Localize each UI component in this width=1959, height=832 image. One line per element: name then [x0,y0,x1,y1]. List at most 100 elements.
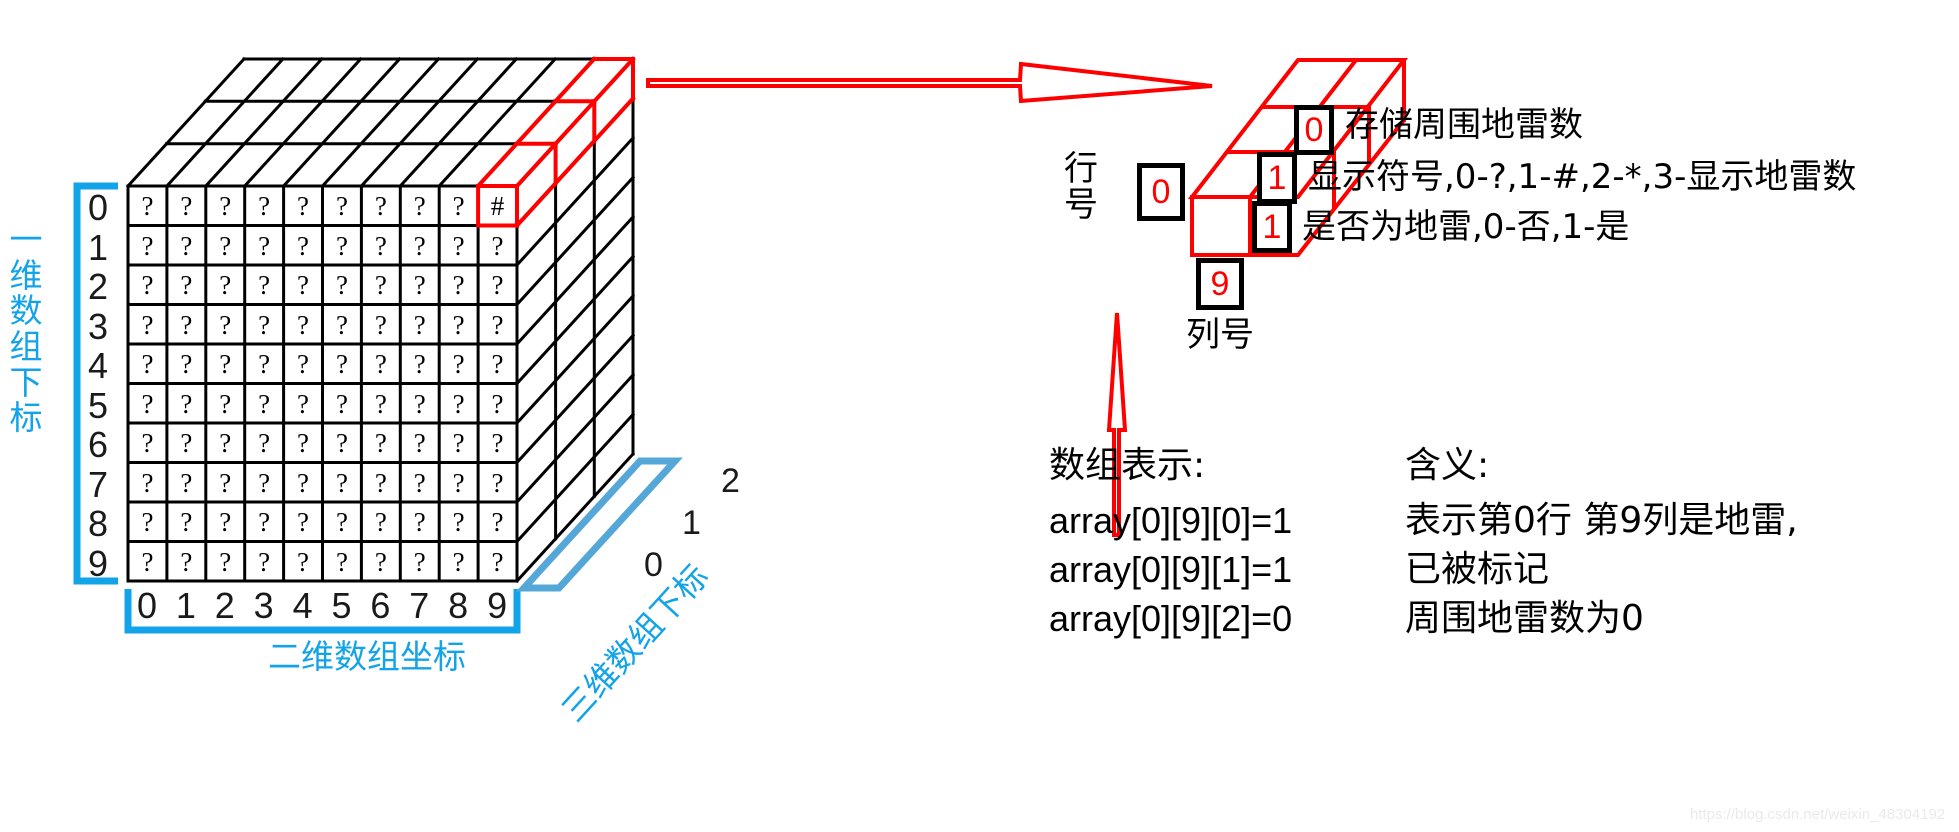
grid-cell: ? [452,270,465,300]
layer-desc-1: 显示符号,0-?,1-#,2-*,3-显示地雷数 [1308,157,1857,197]
col-index-5: 5 [331,585,352,626]
grid-cell: ? [141,230,154,261]
grid-cell: ? [491,309,504,340]
table-row-code: array[0][9][0]=1 [1049,500,1293,541]
grid-cell: ? [491,428,504,458]
grid-cell: ? [141,428,154,458]
col-index-bracket [124,589,521,634]
grid-cell: ? [141,546,154,577]
grid-cell: ? [374,349,387,379]
grid-cell: ? [180,467,193,498]
table-header-right: 含义: [1405,445,1490,486]
grid-cell: ? [491,230,504,261]
grid-cell: ? [413,388,426,419]
grid-cell: ? [297,428,310,458]
grid-cell: ? [258,546,271,577]
grid-cell: ? [413,270,426,300]
grid-cell: ? [374,309,387,340]
row-index-8: 8 [87,503,109,544]
grid-cell: ? [374,467,387,498]
grid-cell: ? [297,349,310,379]
col-index-0: 0 [136,585,158,626]
grid-cell: ? [491,270,504,300]
grid-cell: ? [452,428,465,458]
col-index-4: 4 [292,585,313,626]
grid-cell: ? [335,349,348,379]
grid-cell: ? [452,309,465,340]
grid-cell: ? [258,230,271,261]
grid-cell: ? [374,428,387,458]
row-index-1: 1 [87,226,109,268]
table-header-left: 数组表示: [1049,445,1206,486]
col-axis-label: 二维数组坐标 [268,637,466,676]
grid-cell: ? [258,270,271,300]
grid-cell-marked: # [490,191,505,221]
highlighted-cell-marker [475,56,636,229]
grid-cell: ? [180,270,193,300]
grid-cell: ? [180,191,193,221]
row-index-0: 0 [87,187,109,228]
callout-row-value-box: 0 [1137,163,1185,221]
grid-cell: ? [297,309,310,340]
col-index-7: 7 [409,585,430,626]
grid-cell: ? [258,507,271,537]
row-index-6: 6 [87,424,109,465]
grid-cell: ? [335,467,348,498]
grid-cell: ? [180,428,193,458]
grid-cell: ? [258,349,271,379]
grid-cell: ? [452,467,465,498]
callout-arrow-vertical [1106,312,1128,537]
grid-cell: ? [413,309,426,340]
col-index-9: 9 [487,585,508,626]
callout-col-value-box: 9 [1196,258,1244,310]
grid-cell: ? [219,546,232,577]
grid-cell: ? [491,467,504,498]
grid-cell: ? [452,230,465,261]
grid-cell: ? [335,388,348,419]
col-index-3: 3 [253,585,274,626]
grid-cell: ? [141,309,154,340]
grid-cell: ? [219,349,232,379]
grid-cell: ? [141,349,154,379]
col-index-8: 8 [448,585,469,626]
grid-cell: ? [258,467,271,498]
grid-cell: ? [258,428,271,458]
row-axis-label: 一维数组下标 [9,220,43,438]
grid-cell: ? [180,546,193,577]
grid-cell: ? [258,191,271,221]
depth-index-0: 0 [644,546,663,584]
grid-cell: ? [335,428,348,458]
grid-cell: ? [491,507,504,537]
grid-cell: ? [297,230,310,261]
grid-cell: ? [297,546,310,577]
grid-cell: ? [141,507,154,537]
layer-key-box-1: 1 [1257,152,1297,204]
grid-cell: ? [180,230,193,261]
grid-cell: ? [413,546,426,577]
grid-cell: ? [297,270,310,300]
grid-cell: ? [219,191,232,221]
layer-desc-2: 是否为地雷,0-否,1-是 [1302,207,1630,247]
grid-cell: ? [219,428,232,458]
grid-cell: ? [413,230,426,261]
table-row-meaning: 已被标记 [1405,549,1550,590]
row-index-2: 2 [87,266,109,307]
grid-cell: ? [180,388,193,419]
grid-cell: ? [297,191,310,221]
layer-desc-0: 存储周围地雷数 [1345,105,1583,145]
grid-cell: ? [413,507,426,537]
grid-cell: ? [413,191,426,221]
row-index-3: 3 [87,305,109,347]
grid-cell: ? [413,428,426,458]
grid-cell: ? [374,191,387,221]
grid-cell: ? [219,388,232,419]
col-index-2: 2 [214,585,235,626]
grid-cell: ? [258,309,271,340]
grid-cell: ? [180,309,193,340]
table-row-meaning: 表示第0行 第9列是地雷, [1405,500,1798,541]
grid-cell: ? [219,309,232,340]
grid-cell: ? [374,507,387,537]
grid-cell: ? [374,388,387,419]
depth-index-2: 2 [721,462,740,500]
row-index-4: 4 [87,345,109,386]
